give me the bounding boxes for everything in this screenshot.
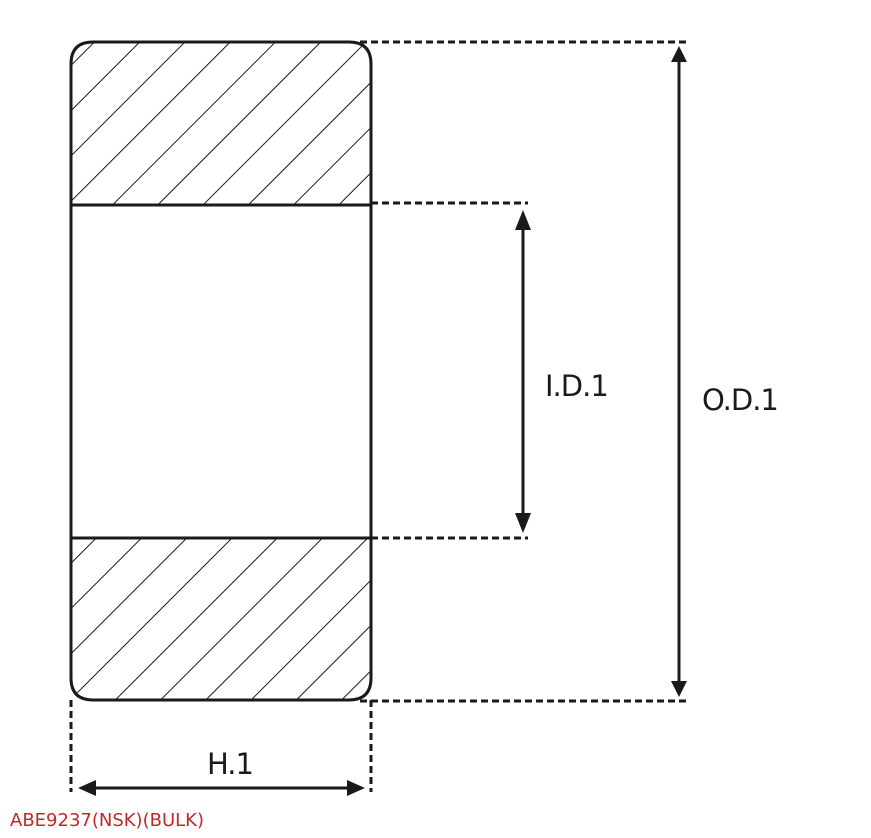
part-code-label: ABE9237(NSK)(BULK) bbox=[10, 810, 204, 831]
inner-diameter-label: I.D.1 bbox=[545, 369, 609, 403]
height-dimension-arrow bbox=[78, 780, 365, 796]
outer-ring-section-bottom bbox=[69, 538, 373, 702]
bore-region bbox=[69, 203, 373, 540]
extension-lines bbox=[69, 40, 686, 792]
height-label: H.1 bbox=[207, 747, 254, 781]
outer-ring-section-top bbox=[69, 40, 373, 205]
outer-diameter-dimension-arrow bbox=[671, 46, 687, 697]
outer-diameter-label: O.D.1 bbox=[702, 383, 779, 417]
inner-diameter-dimension-arrow bbox=[515, 210, 531, 533]
